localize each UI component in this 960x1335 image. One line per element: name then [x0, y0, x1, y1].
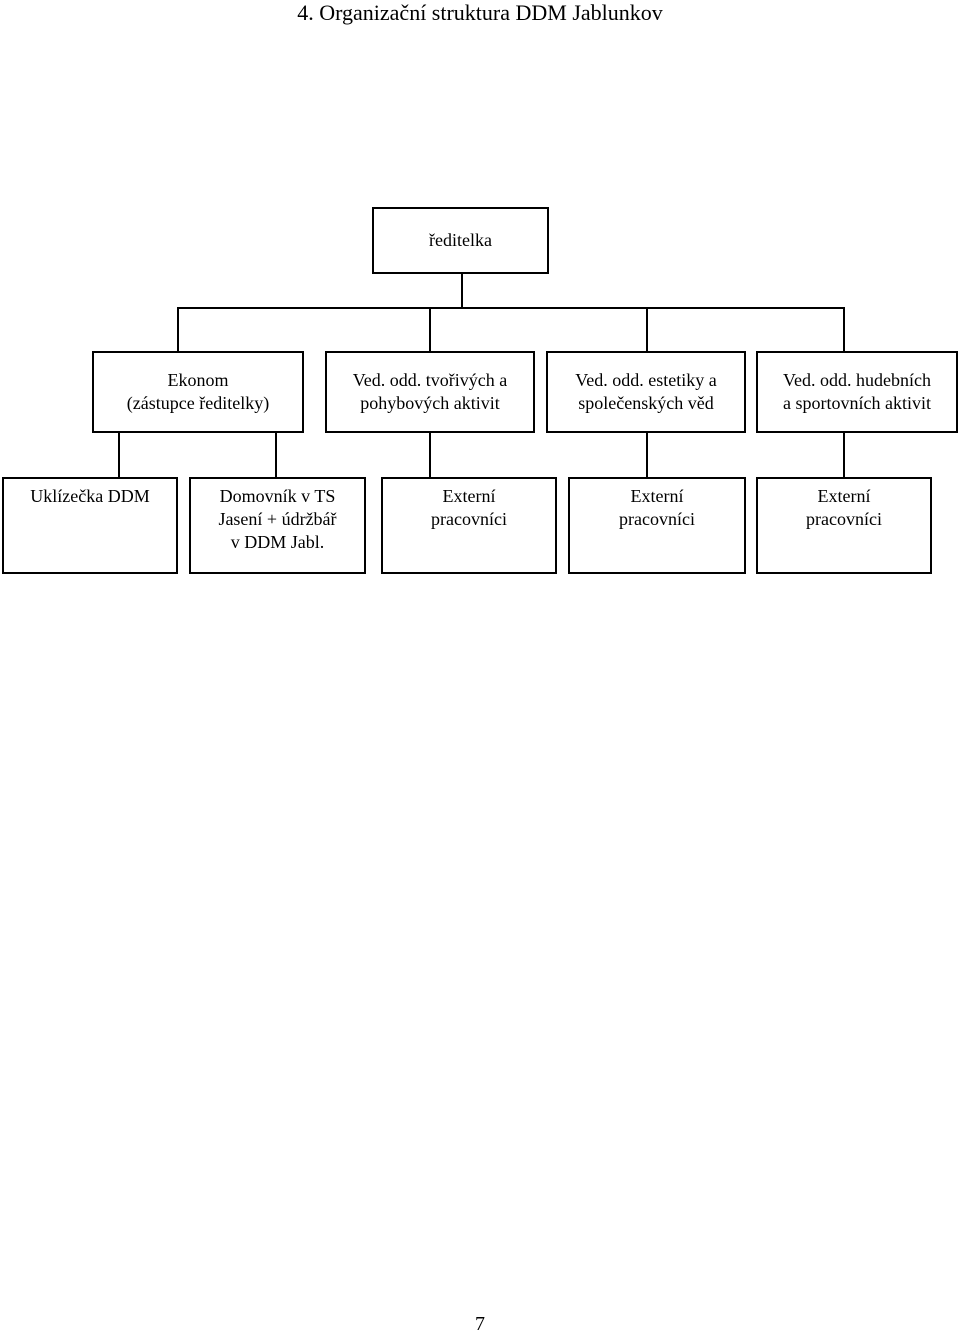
org-box-line: ředitelka	[429, 230, 492, 250]
org-box-line: Ved. odd. estetiky a	[575, 370, 717, 390]
page-number: 7	[475, 1313, 485, 1335]
connector-estetiky-to-externi	[646, 431, 648, 478]
org-box-externi-3: Externí pracovníci	[756, 477, 932, 574]
org-box-line: Uklízečka DDM	[30, 486, 150, 506]
connector-ekonom-to-uklizecka	[118, 431, 120, 478]
org-box-line: společenských věd	[578, 393, 714, 413]
org-box-line: (zástupce ředitelky)	[126, 393, 270, 413]
org-box-line: Domovník v TS	[219, 486, 336, 506]
connector-to-hudebnich	[843, 307, 845, 352]
org-box-uklizecka: Uklízečka DDM	[2, 477, 178, 574]
org-box-reditelka: ředitelka	[372, 207, 549, 274]
org-box-line: Ved. odd. tvořivých a	[352, 370, 508, 390]
org-box-ekonom: Ekonom (zástupce ředitelky)	[92, 351, 304, 433]
connector-to-tvorivych	[429, 307, 431, 352]
org-box-line: Ekonom	[167, 370, 229, 390]
org-box-line: v DDM Jabl.	[230, 532, 325, 552]
org-box-externi-2: Externí pracovníci	[568, 477, 746, 574]
org-box-line: a sportovních aktivit	[783, 393, 931, 413]
connector-to-estetiky	[646, 307, 648, 352]
org-box-externi-1: Externí pracovníci	[381, 477, 557, 574]
connector-tvorivych-to-externi	[429, 431, 431, 478]
org-box-line: Externí	[817, 486, 871, 506]
org-box-line: Externí	[442, 486, 496, 506]
org-box-line: pracovníci	[619, 509, 695, 529]
connector-root-down	[461, 273, 463, 308]
connector-ekonom-to-domovnik	[275, 431, 277, 478]
org-box-hudebnich: Ved. odd. hudebních a sportovních aktivi…	[756, 351, 958, 433]
connector-level2-bar	[177, 307, 845, 309]
org-box-line: Ved. odd. hudebních	[783, 370, 931, 390]
org-box-line: pracovníci	[431, 509, 507, 529]
connector-hudebnich-to-externi	[843, 431, 845, 478]
org-box-line: Externí	[630, 486, 684, 506]
org-box-estetiky: Ved. odd. estetiky a společenských věd	[546, 351, 746, 433]
org-box-tvorivych: Ved. odd. tvořivých a pohybových aktivit	[325, 351, 535, 433]
org-box-line: pohybových aktivit	[360, 393, 500, 413]
org-box-line: pracovníci	[806, 509, 882, 529]
org-box-domovnik: Domovník v TS Jasení + údržbář v DDM Jab…	[189, 477, 366, 574]
org-box-line: Jasení + údržbář	[218, 509, 337, 529]
connector-to-ekonom	[177, 307, 179, 352]
page-title: 4. Organizační struktura DDM Jablunkov	[297, 0, 663, 25]
